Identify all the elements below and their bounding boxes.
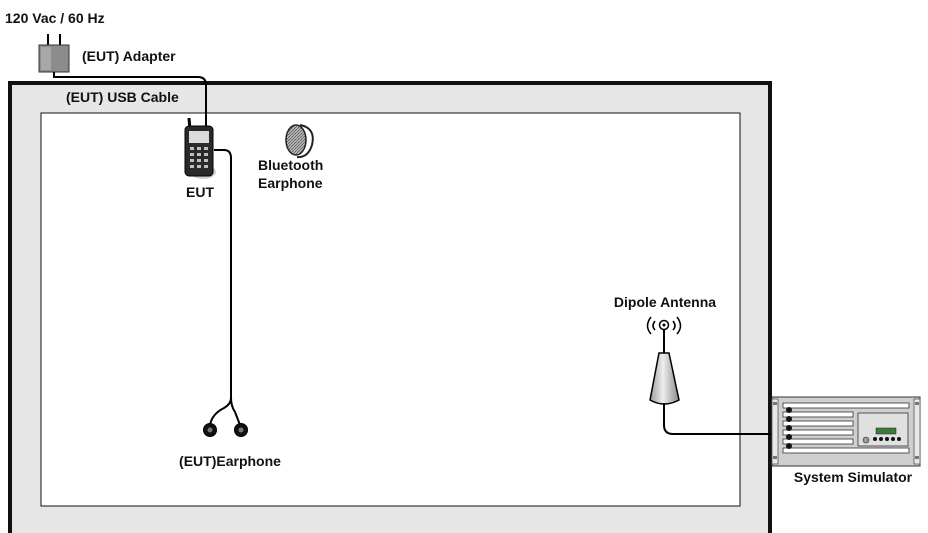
chamber-inner-area [40, 112, 741, 507]
bluetooth-earphone-label-line1: Bluetooth [258, 157, 323, 173]
earphone-label: (EUT)Earphone [179, 453, 281, 469]
adapter-label: (EUT) Adapter [82, 48, 176, 64]
simulator-rack-icon [771, 396, 921, 467]
bluetooth-earphone-icon [285, 124, 314, 159]
antenna-icon [646, 316, 682, 405]
dipole-antenna-label: Dipole Antenna [614, 294, 716, 310]
usb-cable [53, 72, 207, 133]
phone-icon [184, 117, 216, 179]
system-simulator-label: System Simulator [794, 469, 913, 485]
rf-cable [663, 403, 790, 435]
eut-label: EUT [186, 184, 214, 200]
earphone-cable [209, 149, 241, 426]
bluetooth-earphone-label-line2: Earphone [258, 175, 323, 191]
usb-cable-label: (EUT) USB Cable [66, 89, 179, 105]
plug-icon [47, 34, 61, 45]
power-supply-label: 120 Vac / 60 Hz [5, 10, 105, 26]
earphone-icon [203, 423, 248, 437]
adapter-icon [38, 44, 70, 73]
